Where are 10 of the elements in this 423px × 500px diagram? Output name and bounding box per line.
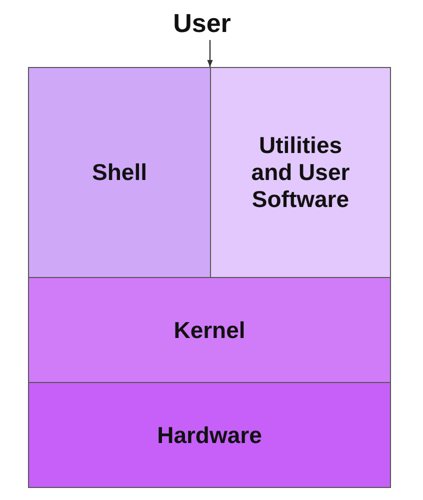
layer-box: [28, 382, 391, 488]
layer-label: Utilities and User Software: [250, 132, 351, 213]
layer-box: [28, 277, 391, 383]
layer-box: [210, 67, 391, 278]
arrow: [207, 40, 213, 67]
layer-label: Shell: [92, 159, 147, 186]
layer-label: Hardware: [157, 422, 262, 448]
layer-box: [28, 67, 211, 278]
user-label: User: [160, 6, 244, 40]
layer-label: Kernel: [174, 316, 246, 344]
